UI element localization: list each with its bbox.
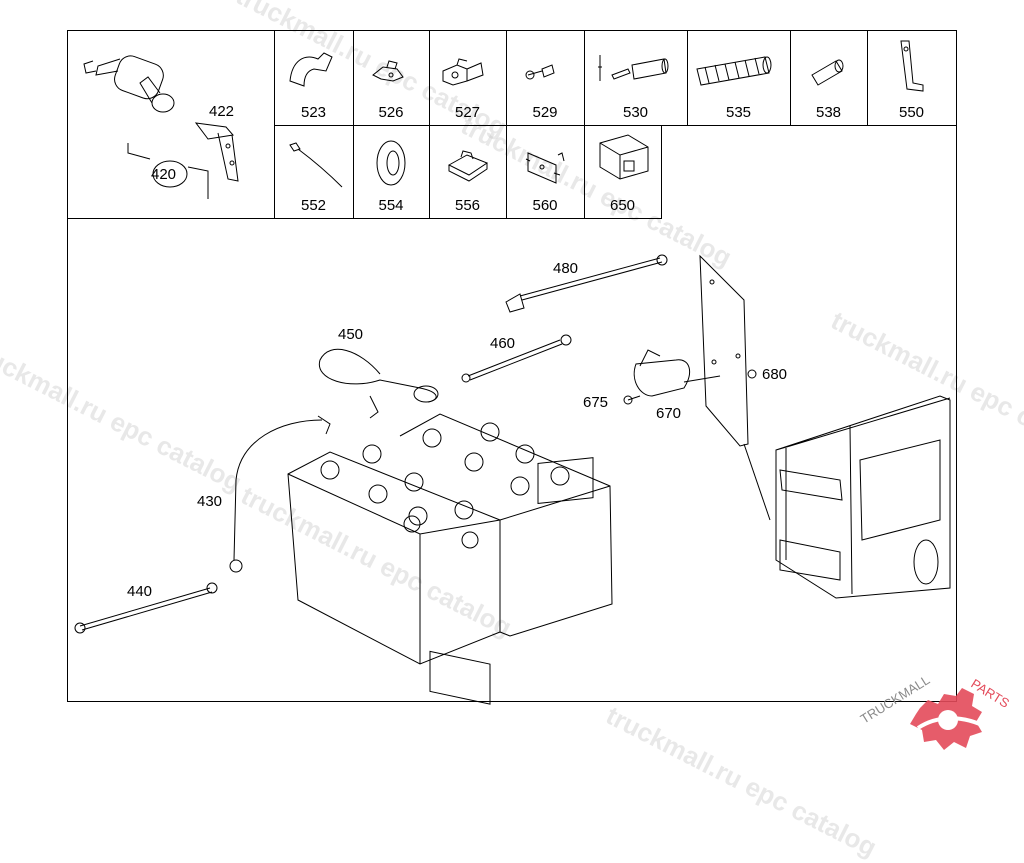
elbow-boot-icon <box>289 52 333 87</box>
part-cell-527[interactable]: 527 <box>429 31 507 126</box>
part-number-670: 670 <box>656 405 682 422</box>
part-number-680: 680 <box>762 366 788 383</box>
cable-430 <box>233 419 323 561</box>
relay-housing-icon <box>599 134 649 180</box>
cable-460 <box>467 339 561 377</box>
part-number-450: 450 <box>338 326 364 343</box>
logo-wordmark-parts: PARTS <box>968 676 1012 711</box>
terminal-clamp-icon <box>442 58 484 86</box>
corrugated-tube-icon <box>696 56 772 86</box>
battery-left <box>287 451 501 665</box>
part-number-552: 552 <box>300 197 327 214</box>
part-number-440: 440 <box>127 583 153 600</box>
part-number-529: 529 <box>532 104 558 121</box>
gear-logo-icon: TRUCKMALL PARTS <box>858 672 1012 750</box>
part-cell-523[interactable]: 523 <box>274 31 354 126</box>
part-cell-526[interactable]: 526 <box>353 31 430 126</box>
grommet-icon <box>376 140 406 186</box>
part-number-460: 460 <box>490 335 516 352</box>
part-number-650: 650 <box>609 197 636 214</box>
part-cell-650[interactable]: 650 <box>584 125 662 219</box>
battery-right <box>399 413 613 637</box>
part-cell-556[interactable]: 556 <box>429 125 507 219</box>
part-cell-420[interactable]: 420 422 <box>68 31 275 219</box>
battery-assembly-diagram <box>74 254 951 705</box>
cable-450 <box>318 348 437 403</box>
part-number-422: 422 <box>209 103 235 120</box>
clip-icon <box>372 60 404 82</box>
cable-tie-icon <box>289 142 343 188</box>
connector-sleeve-icon <box>598 55 669 81</box>
truckmallparts-logo: TRUCKMALL PARTS <box>858 664 1024 750</box>
part-cell-560[interactable]: 560 <box>506 125 585 219</box>
terminal-plate-icon <box>525 152 565 184</box>
cable-lug-icon <box>525 64 555 80</box>
part-number-560: 560 <box>532 197 558 214</box>
part-cell-530[interactable]: 530 <box>584 31 688 126</box>
diagram-frame: 420 422 523 526 527 529 530 535 538 550 … <box>67 30 957 702</box>
holder-block-icon <box>447 150 489 182</box>
battery-switch-illustration <box>83 55 239 199</box>
battery-switch-670 <box>633 349 691 397</box>
part-number-420: 420 <box>151 166 177 183</box>
section-divider <box>661 125 956 126</box>
cable-480 <box>519 257 661 297</box>
part-number-530: 530 <box>622 104 649 121</box>
bracket-icon <box>900 40 924 92</box>
part-number-535: 535 <box>725 104 752 121</box>
part-number-430: 430 <box>197 493 223 510</box>
part-number-550: 550 <box>898 104 925 121</box>
part-cell-554[interactable]: 554 <box>353 125 430 219</box>
mounting-plate <box>699 254 749 447</box>
section-divider <box>68 218 274 219</box>
part-number-523: 523 <box>300 104 327 121</box>
cable-440 <box>79 587 211 627</box>
part-number-480: 480 <box>553 260 579 277</box>
part-cell-552[interactable]: 552 <box>274 125 354 219</box>
sleeve-icon <box>811 59 844 86</box>
part-number-675: 675 <box>583 394 609 411</box>
part-number-538: 538 <box>815 104 842 121</box>
part-number-527: 527 <box>454 104 481 121</box>
part-cell-529[interactable]: 529 <box>506 31 585 126</box>
part-number-526: 526 <box>378 104 404 121</box>
part-number-554: 554 <box>378 197 404 214</box>
part-number-556: 556 <box>454 197 481 214</box>
bus-silhouette <box>775 395 951 599</box>
